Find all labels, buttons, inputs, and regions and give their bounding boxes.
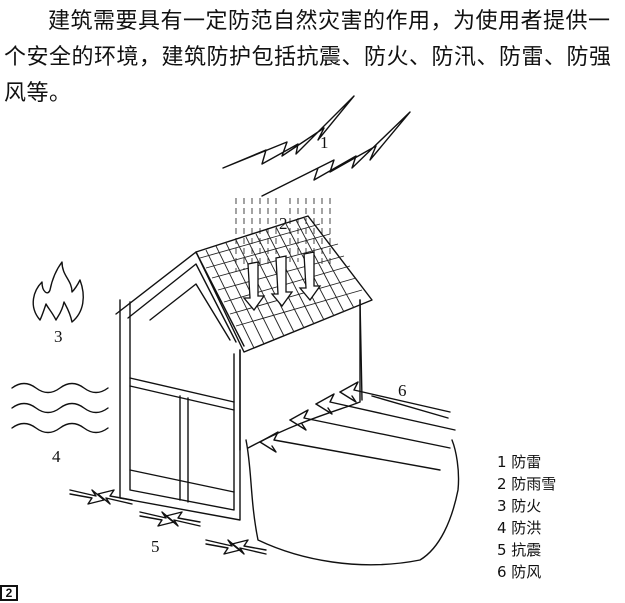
legend-item: 3 防火 (497, 497, 541, 515)
intro-paragraph: 建筑需要具有一定防范自然灾害的作用，为使用者提供一个安全的环境，建筑防护包括抗震… (4, 9, 612, 106)
label-4: 4 (52, 447, 61, 466)
label-6: 6 (398, 381, 407, 400)
label-1: 1 (320, 133, 329, 152)
legend-item: 4 防洪 (497, 519, 541, 537)
wind-arrow-icon (259, 381, 456, 471)
corner-mark: 2 (0, 585, 18, 601)
legend: 1 防雷 2 防雨雪 3 防火 4 防洪 5 抗震 6 防风 (497, 453, 556, 581)
rain-lines (235, 198, 331, 272)
label-5: 5 (151, 537, 160, 556)
legend-item: 1 防雷 (497, 453, 541, 471)
down-arrow-icon (242, 251, 322, 312)
fire-icon (32, 261, 84, 323)
legend-item: 6 防风 (497, 563, 541, 581)
lightning-icon (222, 95, 411, 197)
house (115, 215, 460, 566)
quake-arrow-icon (69, 489, 267, 555)
legend-item: 5 抗震 (497, 541, 541, 559)
label-3: 3 (54, 327, 63, 346)
legend-item: 2 防雨雪 (497, 475, 556, 493)
wave-icon (11, 382, 109, 434)
